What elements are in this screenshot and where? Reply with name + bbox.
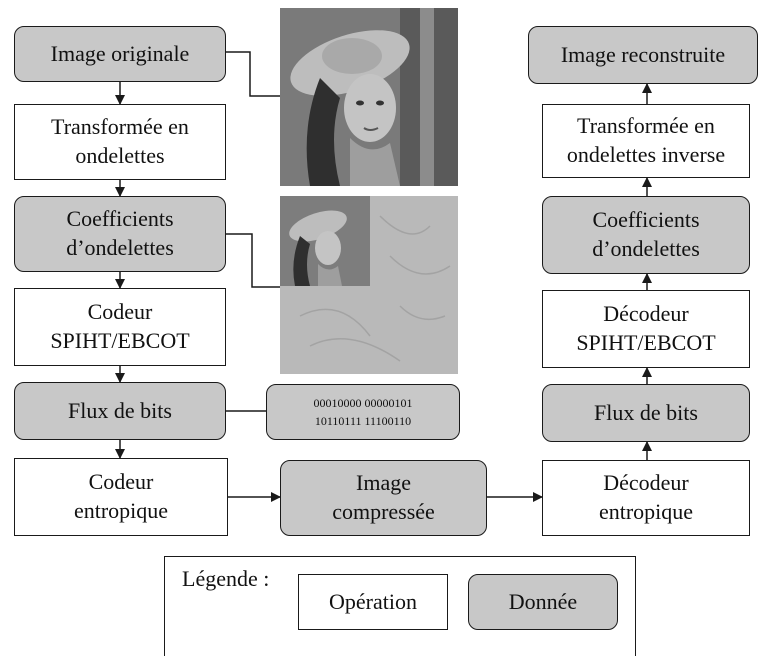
coefficients-right-label-line1: Coefficients	[592, 207, 700, 233]
decodeur-spiht-label-line2: SPIHT/EBCOT	[576, 330, 716, 355]
transformee-label-line1: Transformée en	[51, 114, 189, 140]
legend-operation-swatch: Opération	[298, 574, 448, 630]
flux-de-bits-label: Flux de bits	[68, 397, 172, 423]
decodeur-spiht-box: Décodeur SPIHT/EBCOT	[542, 290, 750, 368]
decodeur-spiht-label-line1: Décodeur	[603, 301, 689, 327]
transformee-label-line2: ondelettes	[75, 143, 165, 168]
wavelet-subbands-illustration	[280, 196, 458, 374]
coefficients-label-line1: Coefficients	[66, 206, 174, 232]
image-originale-label: Image originale	[50, 40, 190, 66]
codeur-spiht-label-line1: Codeur	[87, 299, 153, 325]
coefficients-label-line2: d’ondelettes	[66, 235, 174, 260]
original-photo	[280, 8, 458, 186]
legend-donnee-swatch: Donnée	[468, 574, 618, 630]
bitstream-box: 00010000 00000101 10110111 11100110	[266, 384, 460, 440]
legend-title: Légende :	[182, 566, 270, 591]
decodeur-entropique-label-line2: entropique	[598, 499, 694, 524]
coefficients-box: Coefficients d’ondelettes	[14, 196, 226, 272]
image-reconstruite-label: Image reconstruite	[560, 41, 726, 67]
flux-de-bits-right-label: Flux de bits	[594, 399, 698, 425]
transformee-inverse-label-line2: ondelettes inverse	[566, 142, 726, 167]
codeur-spiht-label-line2: SPIHT/EBCOT	[50, 328, 190, 353]
image-reconstruite-box: Image reconstruite	[528, 26, 758, 84]
image-compressee-label-line2: compressée	[332, 499, 435, 524]
bitstream-line2: 10110111 11100110	[314, 414, 412, 428]
decodeur-entropique-box: Décodeur entropique	[542, 460, 750, 536]
portrait-illustration	[280, 8, 458, 186]
legend-donnee-label: Donnée	[508, 588, 578, 614]
coefficients-right-label-line2: d’ondelettes	[592, 236, 700, 261]
decodeur-entropique-label-line1: Décodeur	[603, 470, 689, 496]
transformee-inverse-box: Transformée en ondelettes inverse	[542, 104, 750, 178]
bitstream-line1: 00010000 00000101	[313, 396, 413, 410]
image-compressee-label-line1: Image	[356, 470, 411, 496]
legend-operation-label: Opération	[329, 588, 417, 614]
transformee-inverse-label-line1: Transformée en	[577, 113, 715, 139]
image-compressee-box: Image compressée	[280, 460, 487, 536]
codeur-entropique-box: Codeur entropique	[14, 458, 228, 536]
flux-de-bits-right-box: Flux de bits	[542, 384, 750, 442]
codeur-entropique-label-line2: entropique	[73, 498, 169, 523]
link-original-to-photo	[226, 51, 280, 97]
wavelet-coefficients-image	[280, 196, 458, 374]
image-originale-box: Image originale	[14, 26, 226, 82]
flux-de-bits-box: Flux de bits	[14, 382, 226, 440]
codeur-entropique-label-line1: Codeur	[88, 469, 154, 495]
codeur-spiht-box: Codeur SPIHT/EBCOT	[14, 288, 226, 366]
coefficients-right-box: Coefficients d’ondelettes	[542, 196, 750, 274]
transformee-box: Transformée en ondelettes	[14, 104, 226, 180]
